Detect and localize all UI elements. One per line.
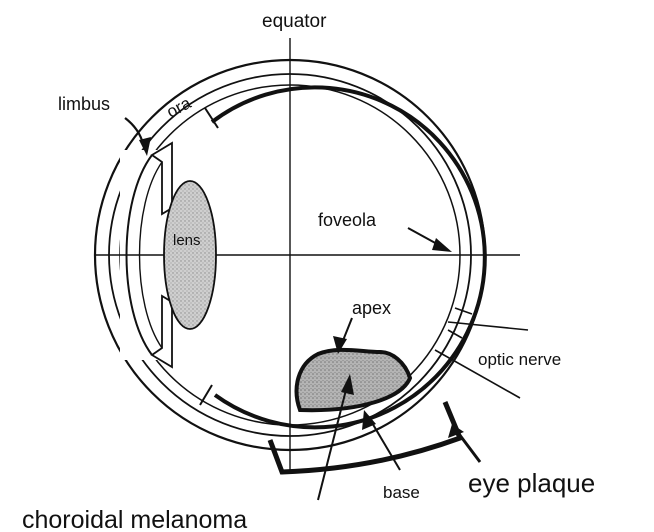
limbus-label: limbus bbox=[58, 94, 110, 114]
eye-plaque-label: eye plaque bbox=[468, 468, 595, 498]
apex-label: apex bbox=[352, 298, 391, 318]
lens-label: lens bbox=[173, 232, 201, 249]
lens bbox=[164, 181, 216, 329]
equator-label: equator bbox=[262, 11, 327, 32]
foveola-label: foveola bbox=[318, 210, 377, 230]
optic-nerve-upper bbox=[448, 322, 528, 330]
foveola-arrowhead bbox=[432, 238, 452, 252]
optic-nerve-label: optic nerve bbox=[478, 350, 561, 369]
eye-plaque-arrow bbox=[456, 430, 480, 462]
choroidal-melanoma-tumor bbox=[297, 350, 410, 410]
choroidal-melanoma-label: choroidal melanoma bbox=[22, 506, 247, 532]
base-label: base bbox=[383, 483, 420, 502]
